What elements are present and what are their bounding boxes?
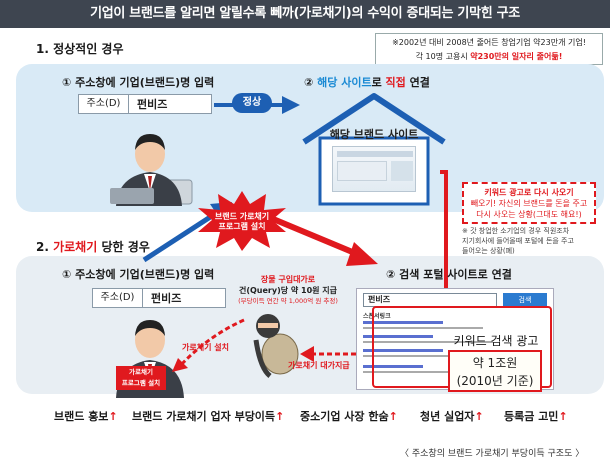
kw-note-3: 다시 사오는 상황(그대도 해요!) [476, 210, 582, 219]
thief-icon [253, 314, 299, 378]
person-badge-1: 가로채기 [129, 368, 153, 376]
startup-note: ※ 갓 창업한 소기업의 경우 직원조차 지기회사에 들어올때 포털에 돈을 주… [462, 226, 602, 256]
note-line2: 각 10명 고용시 약230만의 일자리 줄어듦! [376, 50, 602, 64]
effect-tuition-worry-text: 등록금 고민 [504, 410, 559, 423]
s2-address-key: 주소(D) [93, 289, 143, 307]
s1-step2-blue: 해당 사이트 [317, 76, 372, 89]
normal-pill: 정상 [232, 93, 272, 113]
payment-note: 장물 구입대가로 건(Query)당 약 10원 지급 (부당이득 연간 약 1… [232, 274, 344, 307]
person-badge: 가로채기 프로그램 설치 [116, 366, 166, 390]
note-box: ※2002년 대비 2008년 줄어든 창업기업 약23만개 기업! 각 10명… [375, 33, 603, 65]
up-arrow-icon: ↑ [558, 410, 568, 423]
s2-step2: ② 검색 포털 사이트로 연결 [386, 268, 512, 281]
figure-caption: 〈 주소창의 브랜드 가로채기 부당이득 구조도 〉 [400, 449, 585, 459]
thief-label-install: 가로채기 설치 [182, 343, 229, 352]
redirect-arrow [264, 213, 378, 266]
payment-3: (부당이득 연간 약 1,000억 원 추정) [238, 297, 338, 305]
s1-address-value: 펀비즈 [137, 98, 168, 111]
s2-label-suffix: 당한 경우 [97, 240, 150, 254]
s1-address-key: 주소(D) [79, 95, 129, 113]
burst-line1: 브랜드 가로채기 [214, 212, 270, 221]
burst-line2: 프로그램 설치 [218, 222, 266, 231]
effect-brand-promo: 브랜드 홍보↑ [54, 408, 118, 424]
ad-line2: 약 1조원 [472, 356, 518, 370]
effect-hijacker-profit-text: 브랜드 가로채기 업자 부당이득 [132, 410, 276, 423]
startup-note-1: ※ 갓 창업한 소기업의 경우 직원조차 [462, 227, 570, 235]
ad-line1: 키워드 검색 광고 [453, 334, 539, 348]
businessman-icon [110, 134, 193, 206]
effect-sme-sigh-text: 중소기업 사장 한숨 [300, 410, 389, 423]
burst-text: 브랜드 가로채기 프로그램 설치 [200, 212, 284, 232]
s2-address-bar[interactable]: 주소(D) 펀비즈 [92, 288, 226, 308]
effect-hijacker-profit: 브랜드 가로채기 업자 부당이득↑ [132, 408, 284, 424]
s1-step2-prefix: ② [304, 76, 318, 89]
payment-1: 장물 구입대가로 [260, 275, 316, 284]
brand-site-screenshot [332, 146, 416, 192]
effect-youth-unemployed-text: 청년 실업자 [420, 410, 475, 423]
s2-label-red: 가로채기 [53, 240, 98, 254]
portal-search-button[interactable]: 검색 [503, 293, 547, 307]
portal-search-input[interactable]: 펀비즈 [363, 293, 497, 307]
ad-box: 약 1조원 (2010년 기준) [448, 350, 542, 392]
s1-step1: ① 주소창에 기업(브랜드)명 입력 [62, 76, 215, 89]
section2-label: 2. 가로채기 당한 경우 [36, 238, 150, 255]
up-arrow-icon: ↑ [474, 410, 484, 423]
s1-step2: ② 해당 사이트로 직접 연결 [304, 74, 430, 90]
portal-result-head: 스폰서링크 [363, 313, 391, 320]
thief-label-pay: 가로채기 대가지급 [288, 361, 350, 370]
keyword-buyback-note: 키워드 광고로 다시 사오기 빼오기! 자신의 브랜드를 돈을 주고 다시 사오… [462, 182, 596, 224]
up-arrow-icon: ↑ [388, 410, 398, 423]
payment-arrow [300, 346, 364, 362]
effect-brand-promo-text: 브랜드 홍보 [54, 410, 109, 423]
note-line1: ※2002년 대비 2008년 줄어든 창업기업 약23만개 기업! [392, 38, 586, 47]
effect-youth-unemployed: 청년 실업자↑ [420, 408, 484, 424]
install-arrow [172, 318, 245, 372]
startup-note-3: 들어오는 상황(폐) [462, 247, 515, 255]
house-label: 해당 브랜드 사이트 [329, 128, 419, 141]
up-arrow-icon: ↑ [108, 410, 118, 423]
hijack-burst-icon [198, 191, 286, 251]
s1-step2-suffix: 연결 [405, 76, 430, 89]
s2-step1: ① 주소창에 기업(브랜드)명 입력 [62, 268, 215, 281]
effect-tuition-worry: 등록금 고민↑ [504, 408, 568, 424]
note-line2-prefix: 각 10명 고용시 [415, 52, 471, 61]
s1-step2-red: 직접 [385, 76, 406, 89]
note-line2-red: 약230만의 일자리 줄어듦! [470, 52, 563, 61]
ad-line3: (2010년 기준) [456, 374, 534, 388]
startup-note-2: 지기회사에 들어올때 포털에 돈을 주고 [462, 237, 574, 245]
payment-2: 건(Query)당 약 10원 지급 [238, 286, 338, 295]
s2-address-value: 펀비즈 [151, 292, 182, 305]
section1-label: 1. 정상적인 경우 [36, 42, 124, 56]
person-badge-2: 프로그램 설치 [121, 379, 161, 387]
s2-label-prefix: 2. [36, 240, 54, 254]
kw-note-1: 키워드 광고로 다시 사오기 [484, 188, 574, 197]
s1-address-bar[interactable]: 주소(D) 펀비즈 [78, 94, 212, 114]
effect-sme-sigh: 중소기업 사장 한숨↑ [300, 408, 398, 424]
kw-note-2: 빼오기! 자신의 브랜드를 돈을 주고 [470, 199, 588, 208]
up-arrow-icon: ↑ [275, 410, 285, 423]
page-title: 기업이 브랜드를 알리면 알릴수록 뻬까(가로채기)의 수익이 증대되는 기막힌… [0, 0, 610, 28]
s1-step2-mid: 로 [371, 76, 386, 89]
